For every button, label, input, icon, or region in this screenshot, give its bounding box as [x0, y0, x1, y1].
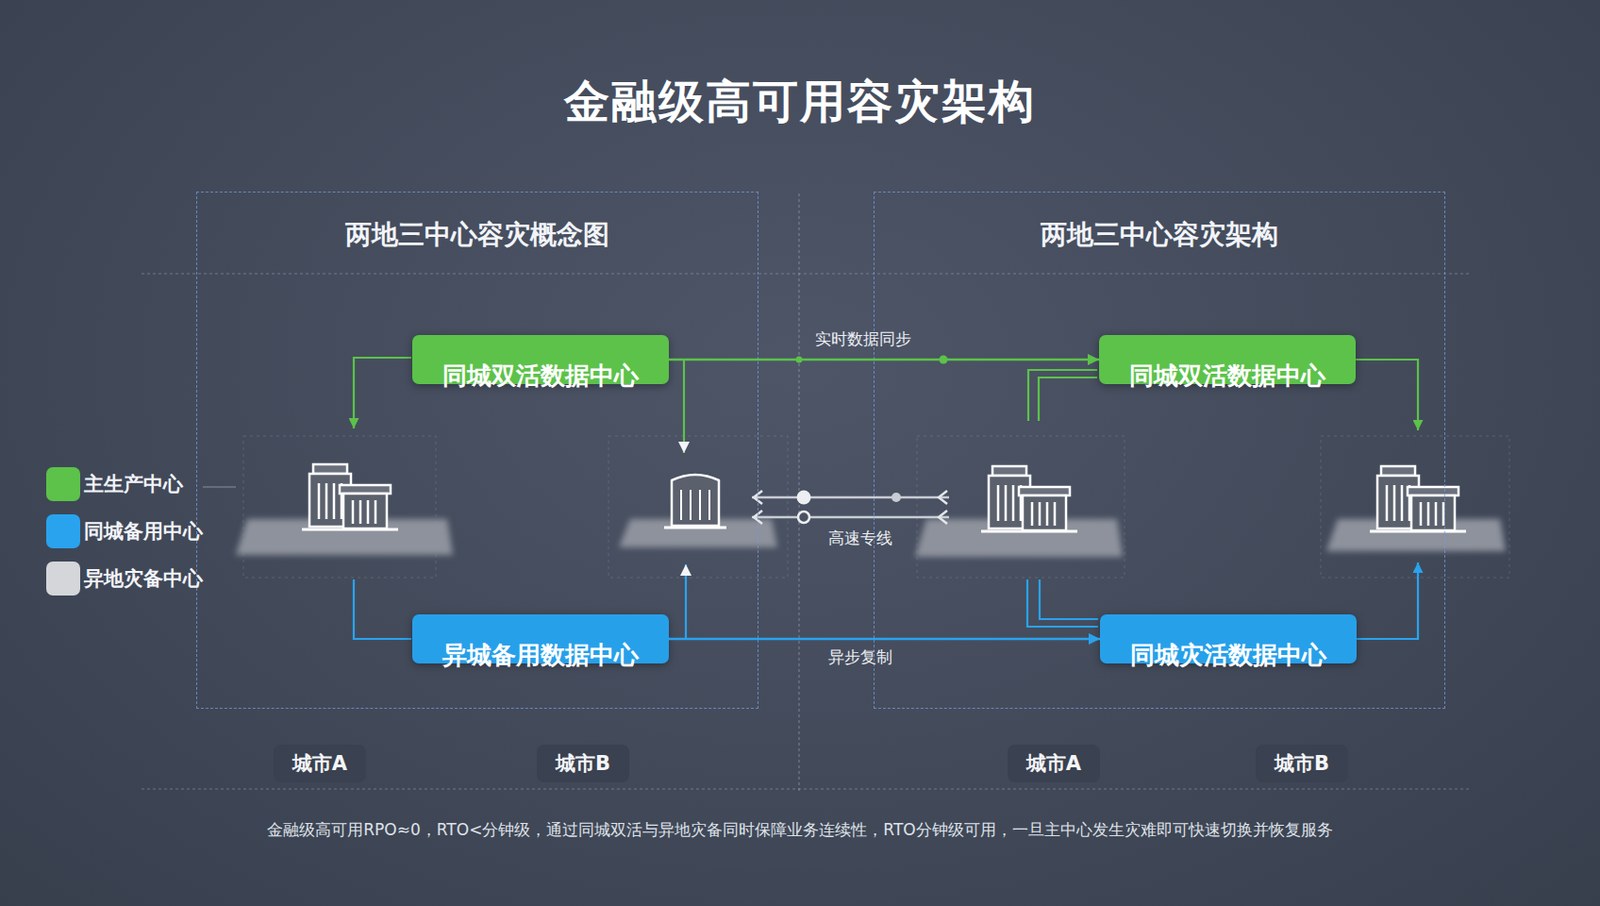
sync-connector: [668, 637, 1100, 640]
legend-text: 异地灾备中心: [83, 565, 203, 592]
flow-line: [1028, 369, 1098, 421]
legend-row: 主生产中心: [46, 466, 203, 502]
building-icon: [664, 474, 727, 528]
divider-line: [141, 273, 1472, 789]
node-label: 同城灾活数据中心: [1100, 638, 1357, 672]
flow-arrow: [1354, 359, 1418, 431]
sync-dot: [939, 355, 949, 365]
datacenter-box: 同城双活数据中心: [1099, 334, 1356, 384]
datacenter-box: 同城双活数据中心: [412, 334, 669, 384]
connector-label: 实时数据同步: [815, 328, 912, 350]
flow-line: [1038, 377, 1098, 421]
node-label: 城市A: [1026, 750, 1082, 777]
link-node: [891, 492, 901, 502]
panel-heading: 两地三中心容灾架构: [874, 216, 1445, 253]
zone-outline: [243, 435, 1510, 578]
region-panel: 两地三中心容灾架构同城双活数据中心同城灾活数据中心: [873, 191, 1446, 709]
node-label: 异城备用数据中心: [412, 638, 669, 672]
caption: 金融级高可用RPO≈0，RTO<分钟级，通过同城双活与异地灾备同时保障业务连续性…: [0, 818, 1600, 841]
legend: 主生产中心同城备用中心异地灾备中心: [46, 466, 203, 608]
sync-dot: [796, 356, 803, 364]
link-label: 高速专线: [828, 527, 893, 550]
flow-arrow: [353, 357, 412, 429]
connector-label: 异步复制: [828, 646, 893, 668]
legend-row: 同城备用中心: [46, 513, 203, 550]
link-node: [797, 490, 812, 505]
legend-row: 异地灾备中心: [46, 560, 203, 597]
flow-arrow: [1355, 562, 1418, 639]
node-label: 同城双活数据中心: [412, 359, 669, 393]
city-label: 城市B: [1255, 744, 1349, 783]
legend-swatch: [46, 514, 81, 549]
building-icon: [981, 466, 1078, 532]
dedicated-line: [751, 497, 950, 517]
link-node: [798, 511, 810, 523]
node-label: 同城双活数据中心: [1099, 359, 1356, 393]
city-label: 城市B: [536, 744, 630, 783]
leader-line: [202, 485, 236, 487]
sync-connector: [668, 358, 1100, 361]
legend-swatch: [46, 466, 81, 501]
datacenter-box: 异城备用数据中心: [412, 614, 669, 664]
node-label: 城市B: [555, 750, 611, 777]
flow-arrow: [671, 564, 686, 639]
city-label: 城市A: [273, 744, 367, 783]
node-label: 城市B: [1274, 750, 1330, 777]
legend-swatch: [46, 561, 81, 596]
legend-text: 主生产中心: [83, 470, 184, 498]
diagram-title: 金融级高可用容灾架构: [0, 71, 1600, 133]
flow-line: [1039, 579, 1099, 619]
flow-line: [1027, 579, 1099, 627]
building-icon: [1369, 466, 1467, 532]
legend-text: 同城备用中心: [83, 517, 203, 545]
city-label: 城市A: [1007, 744, 1100, 783]
node-label: 城市A: [292, 750, 348, 777]
building-icon: [301, 464, 399, 530]
panel-heading: 两地三中心容灾概念图: [197, 216, 758, 253]
flow-arrow: [671, 359, 684, 453]
platform: [235, 518, 1506, 557]
line-end: [753, 490, 948, 524]
flow-line: [353, 579, 412, 639]
datacenter-box: 同城灾活数据中心: [1100, 614, 1357, 664]
region-panel: 两地三中心容灾概念图同城双活数据中心异城备用数据中心: [196, 191, 759, 709]
